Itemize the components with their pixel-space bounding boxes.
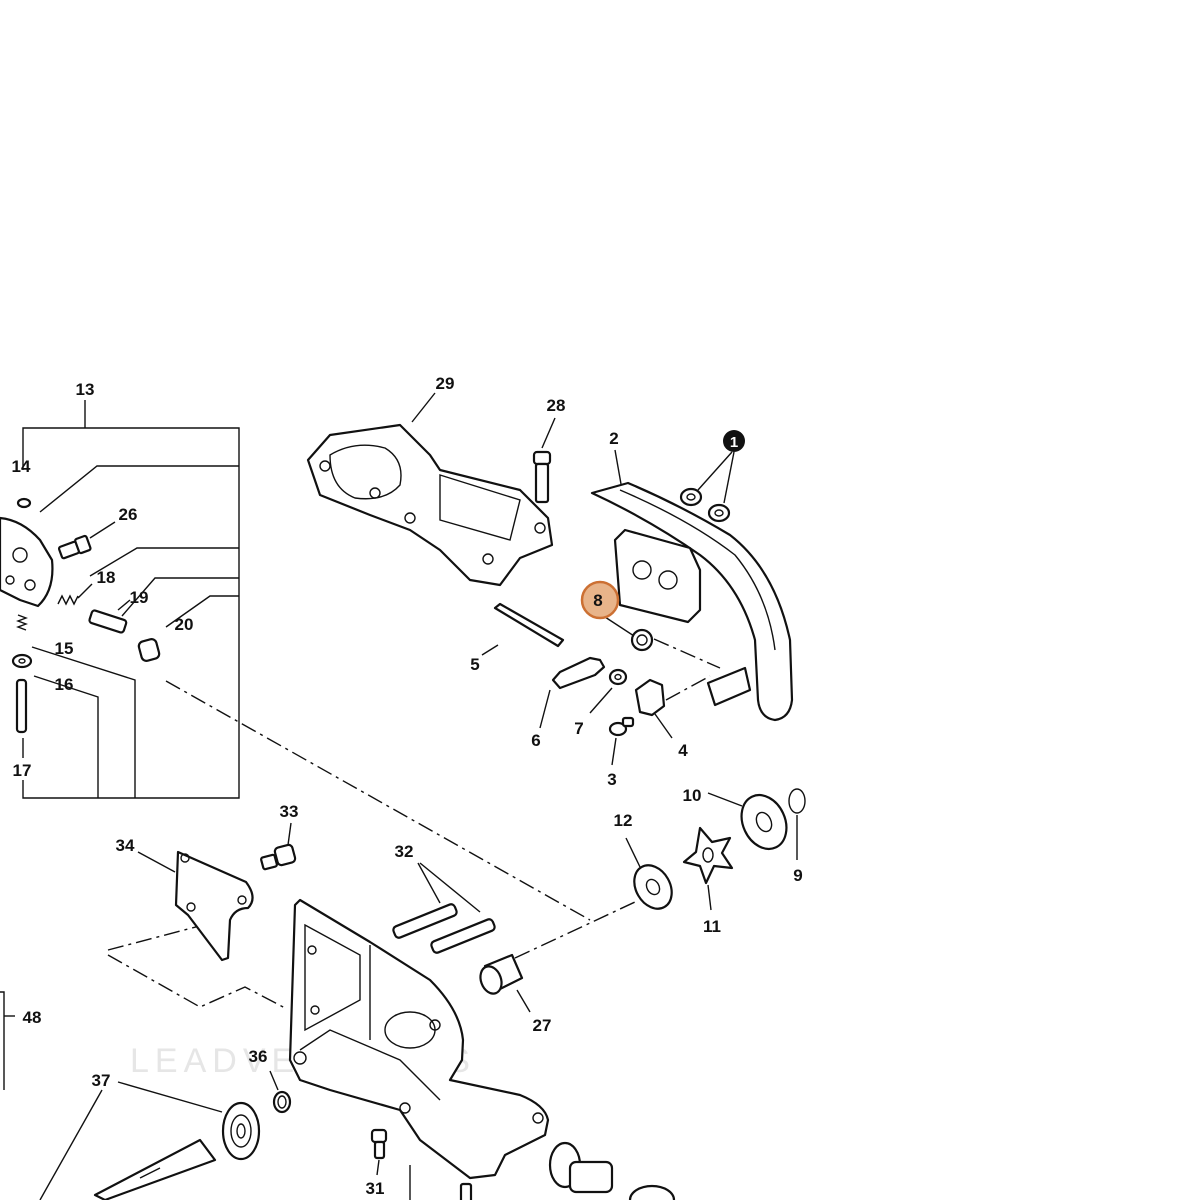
callout-26: 26: [119, 505, 138, 524]
spring-15: [16, 614, 28, 631]
callout-37: 37: [92, 1071, 111, 1090]
screw-31: [370, 1128, 388, 1176]
callout-6: 6: [531, 731, 540, 750]
bracket-48: [0, 991, 15, 1090]
svg-text:1: 1: [730, 434, 738, 451]
cap-20: [137, 638, 161, 662]
callout-32: 32: [395, 842, 414, 861]
callout-27: 27: [533, 1016, 552, 1035]
circlip-9: [788, 788, 806, 860]
callout-13: 13: [76, 380, 95, 399]
callout-4: 4: [678, 741, 688, 760]
stud-32b: [430, 918, 496, 954]
callout-31: 31: [366, 1179, 385, 1198]
screw-28: [532, 417, 556, 504]
sprocket-8: [604, 616, 654, 652]
callout-labels: 2 3 4 5 6 7 9 10 11 12 13 14 15 16 17 18…: [12, 374, 803, 1198]
stud-32a: [392, 903, 458, 939]
callout-5: 5: [470, 655, 479, 674]
callout-20: 20: [175, 615, 194, 634]
callout-16: 16: [55, 675, 74, 694]
assembly-lines: [107, 638, 721, 1009]
assembly-bracket-13: [22, 400, 240, 799]
screw-33: [260, 822, 297, 871]
screw-3: [608, 716, 635, 766]
washer-16: [11, 653, 33, 669]
gear-lower: [548, 1141, 676, 1200]
callout-28: 28: [547, 396, 566, 415]
housing-fragment-left: [0, 497, 54, 608]
callout-29: 29: [436, 374, 455, 393]
callout-48: 48: [23, 1008, 42, 1027]
callout-2: 2: [609, 429, 618, 448]
callout-18: 18: [97, 568, 116, 587]
tensioner-4: [634, 678, 673, 739]
bolt-5: [481, 602, 565, 656]
spring-18: [57, 583, 93, 606]
nut-1b: [707, 503, 731, 523]
callout-36: 36: [249, 1047, 268, 1066]
main-housing: [288, 898, 550, 1180]
callout-3: 3: [607, 770, 616, 789]
callout-14: 14: [12, 457, 31, 476]
bracket-34: [137, 850, 254, 962]
callout-34: 34: [116, 836, 135, 855]
callout-10: 10: [683, 786, 702, 805]
upper-housing-29: [306, 392, 554, 587]
washer-7: [589, 668, 628, 714]
washer-12: [625, 837, 673, 910]
callout-17: 17: [13, 761, 32, 780]
washer-10: [707, 792, 788, 850]
callout-19: 19: [130, 588, 149, 607]
shaft-6: [539, 656, 606, 729]
screw-26: [57, 521, 116, 560]
ring-36: [269, 1070, 292, 1114]
rod-17: [15, 678, 28, 758]
guard-2: [590, 449, 794, 722]
callout-8-highlight[interactable]: 8: [580, 580, 620, 620]
callout-15: 15: [55, 639, 74, 658]
callout-11: 11: [703, 917, 721, 936]
sprocket-11: [682, 826, 734, 911]
bearing-37: [117, 1081, 261, 1161]
callout-12: 12: [614, 811, 633, 830]
nut-1a: [679, 487, 703, 507]
drive-shaft: [39, 1089, 217, 1200]
callout-8: 8: [593, 591, 602, 610]
pin-19: [88, 599, 131, 634]
bushing-27: [479, 953, 531, 1013]
callout-33: 33: [280, 802, 299, 821]
callout-7: 7: [574, 719, 583, 738]
callout-9: 9: [793, 866, 802, 885]
callout-1-badge: 1: [723, 430, 745, 452]
stud-lower: [409, 1165, 473, 1200]
